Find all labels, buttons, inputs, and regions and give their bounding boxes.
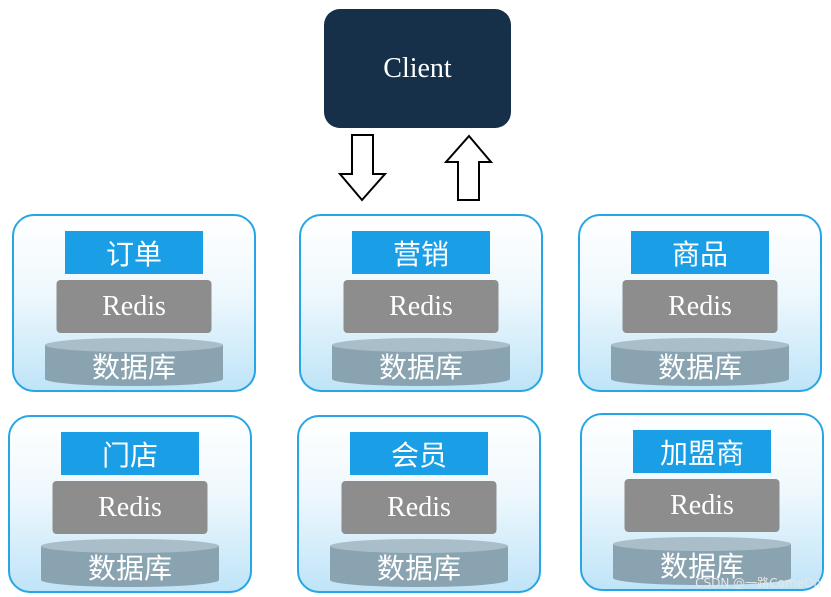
service-title: 门店 bbox=[61, 432, 199, 475]
redis-block: Redis bbox=[52, 481, 208, 534]
arrow-down-icon bbox=[337, 134, 388, 202]
service-box-store: 门店 Redis 数据库 bbox=[8, 415, 252, 593]
database-cylinder: 数据库 bbox=[332, 338, 510, 386]
database-cylinder: 数据库 bbox=[330, 539, 508, 587]
watermark-text: CSDN @一路ComeOn bbox=[695, 576, 821, 590]
service-box-order: 订单 Redis 数据库 bbox=[12, 214, 256, 392]
service-title: 订单 bbox=[65, 231, 203, 274]
database-cylinder: 数据库 bbox=[611, 338, 789, 386]
database-label: 数据库 bbox=[330, 546, 508, 587]
database-label: 数据库 bbox=[611, 345, 789, 386]
service-box-member: 会员 Redis 数据库 bbox=[297, 415, 541, 593]
service-box-franchisee: 加盟商 Redis 数据库 bbox=[580, 413, 824, 591]
redis-block: Redis bbox=[624, 479, 780, 532]
redis-block: Redis bbox=[622, 280, 778, 333]
service-title: 会员 bbox=[350, 432, 488, 475]
database-cylinder-top bbox=[613, 537, 791, 551]
database-cylinder-top bbox=[611, 338, 789, 352]
arrow-up-icon bbox=[443, 134, 494, 201]
client-label: Client bbox=[383, 52, 452, 84]
database-cylinder-top bbox=[332, 338, 510, 352]
redis-block: Redis bbox=[56, 280, 212, 333]
database-label: 数据库 bbox=[613, 544, 791, 585]
service-box-marketing: 营销 Redis 数据库 bbox=[299, 214, 543, 392]
database-cylinder-top bbox=[330, 539, 508, 553]
database-cylinder-top bbox=[45, 338, 223, 352]
redis-block: Redis bbox=[341, 481, 497, 534]
service-box-product: 商品 Redis 数据库 bbox=[578, 214, 822, 392]
client-box: Client bbox=[324, 9, 511, 128]
redis-block: Redis bbox=[343, 280, 499, 333]
database-cylinder: 数据库 bbox=[45, 338, 223, 386]
database-cylinder: 数据库 bbox=[41, 539, 219, 587]
database-cylinder-top bbox=[41, 539, 219, 553]
service-title: 商品 bbox=[631, 231, 769, 274]
service-title: 营销 bbox=[352, 231, 490, 274]
service-title: 加盟商 bbox=[633, 430, 771, 473]
database-cylinder: 数据库 bbox=[613, 537, 791, 585]
